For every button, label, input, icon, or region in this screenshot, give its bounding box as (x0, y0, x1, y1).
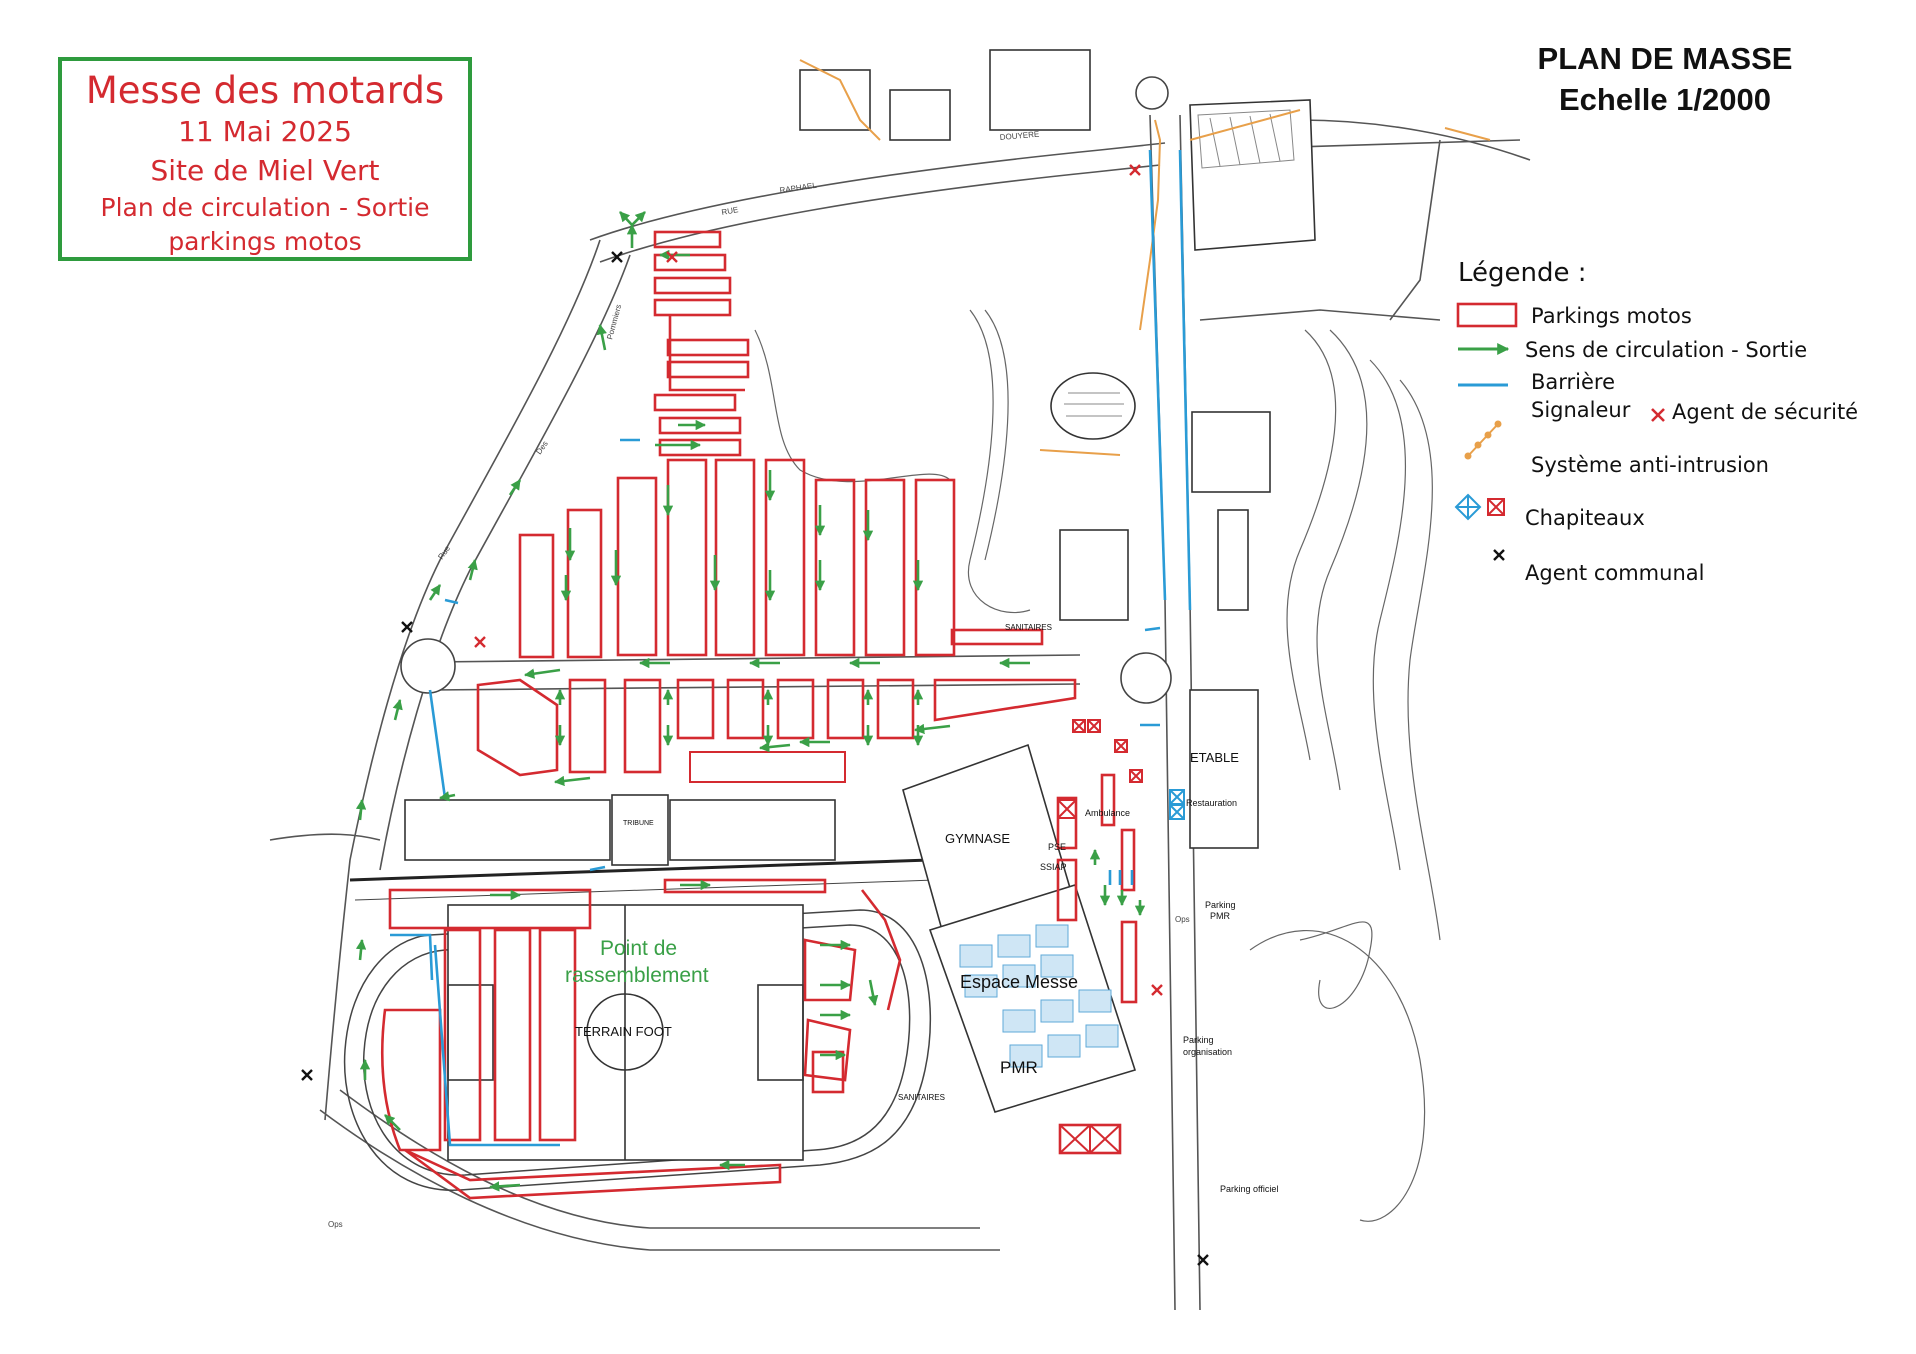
legend-parking: Parkings motos (1531, 304, 1692, 328)
label-parking-pmr-1: Parking (1205, 900, 1236, 910)
label-pmr: PMR (1000, 1058, 1038, 1077)
event-title-box: Messe des motards 11 Mai 2025 Site de Mi… (58, 57, 472, 261)
parking-areas (380, 230, 1138, 1200)
roundabouts (400, 76, 1172, 704)
buildings (404, 49, 1316, 1113)
barriers (390, 149, 1192, 1147)
plan-scale: Echelle 1/2000 (1559, 82, 1771, 117)
chapiteau-red-icon (1487, 498, 1505, 516)
football-pitch (447, 904, 804, 1161)
plan-title: PLAN DE MASSE Echelle 1/2000 (1500, 38, 1830, 120)
label-ambulance: Ambulance (1085, 808, 1130, 818)
legend-barrier: Barrière (1531, 370, 1616, 394)
plan-title-line1: PLAN DE MASSE (1537, 41, 1793, 76)
label-tribune: TRIBUNE (623, 820, 654, 827)
label-pse: PSE (1048, 842, 1066, 852)
label-parking-officiel: Parking officiel (1220, 1184, 1278, 1194)
label-ops-1: Ops (1175, 915, 1190, 924)
label-parking-org-1: Parking (1183, 1035, 1214, 1045)
direction-arrows (355, 211, 1146, 1192)
anti-intrusion-lines (799, 59, 1491, 456)
terrain-relief (754, 309, 1441, 1222)
legend-communal: Agent communal (1525, 561, 1705, 585)
parking-swatch-icon (1456, 302, 1518, 328)
label-etable: ETABLE (1190, 750, 1239, 765)
legend-security: Agent de sécurité (1672, 400, 1859, 424)
label-rue-des-2: Des (534, 439, 550, 456)
event-title: Messe des motards (85, 69, 445, 112)
label-gymnase: GYMNASE (945, 831, 1010, 846)
label-sanitaires-top: SANITAIRES (1005, 623, 1052, 632)
legend-symbols (1454, 302, 1518, 561)
event-date: 11 Mai 2025 (178, 115, 352, 148)
label-rue-des-1: Rue (436, 544, 452, 562)
stadium-track (343, 858, 936, 1191)
event-site: Site de Miel Vert (150, 154, 380, 187)
label-parking-pmr-2: PMR (1210, 911, 1231, 921)
label-sanitaires-bottom: SANITAIRES (898, 1093, 945, 1102)
security-x-icon (1651, 408, 1665, 422)
security-agent-icons (474, 164, 1163, 996)
event-subtitle-line1: Plan de circulation - Sortie (100, 193, 430, 222)
label-restauration: Restauration (1186, 798, 1237, 808)
chapiteau-blue-icon-map (1169, 789, 1185, 820)
chapiteau-red-icons (1057, 719, 1143, 1154)
label-espace-messe: Espace Messe (960, 972, 1078, 992)
communal-agent-icons (301, 251, 1209, 1266)
legend-direction: Sens de circulation - Sortie (1525, 338, 1808, 362)
legend-chapiteaux: Chapiteaux (1525, 506, 1645, 530)
event-subtitle-line2: parkings motos (168, 227, 362, 256)
chapiteau-blue-icon (1454, 493, 1482, 521)
communal-x-icon (1493, 549, 1505, 561)
label-point-line1: Point de (600, 937, 677, 960)
map-labels: GYMNASE ETABLE TERRAIN FOOT Point de ras… (328, 130, 1278, 1229)
label-ssiap: SSIAP (1040, 862, 1067, 872)
legend-anti-intrusion: Système anti-intrusion (1531, 453, 1769, 477)
legend-title: Légende : (1458, 258, 1587, 288)
label-ops-2: Ops (328, 1220, 343, 1229)
label-rue: RUE (721, 205, 739, 217)
legend-signaleur: Signaleur (1531, 398, 1631, 422)
label-terrain-foot: TERRAIN FOOT (575, 1024, 672, 1039)
label-raphael: RAPHAEL (779, 181, 818, 195)
label-douyere: DOUYERE (999, 130, 1039, 142)
label-parking-org-2: organisation (1183, 1047, 1232, 1057)
espace-messe-seating (959, 924, 1119, 1068)
hatched-areas (1064, 109, 1295, 417)
legend: Légende : Parkings motos Sens de circula… (1450, 258, 1890, 598)
anti-intrusion-swatch-icon (1464, 420, 1502, 460)
label-point-line2: rassemblement (565, 964, 709, 987)
